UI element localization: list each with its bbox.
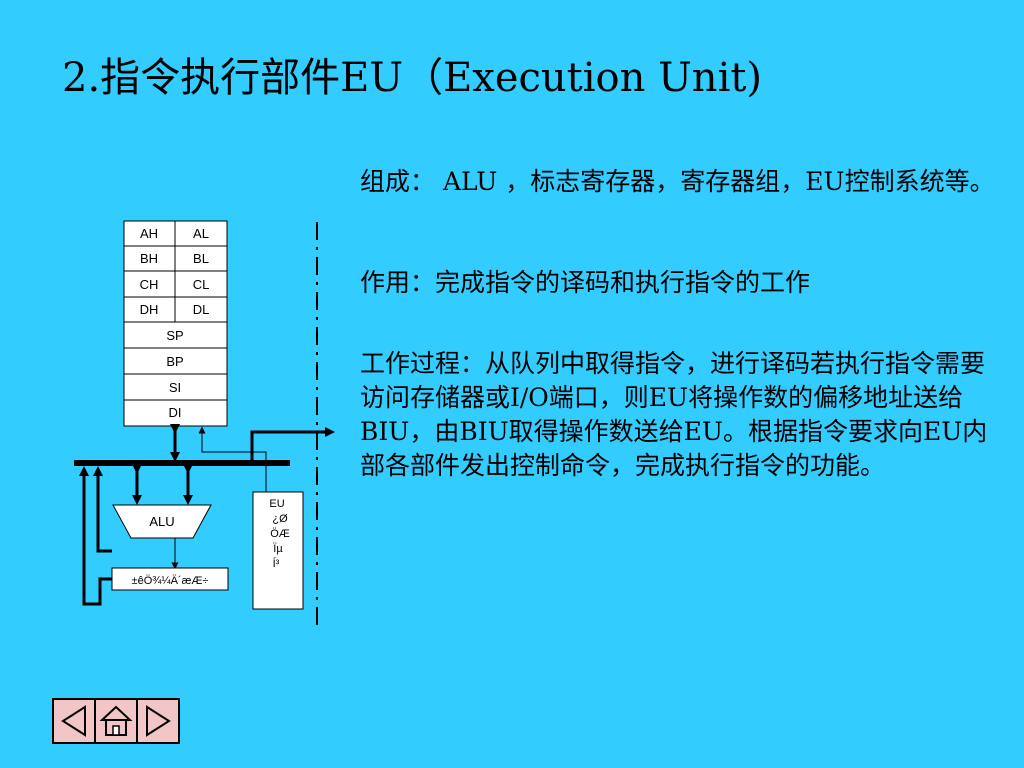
flags-register: ±êÖ¾¼Ä´æÆ÷ bbox=[111, 567, 229, 591]
register-control-line bbox=[198, 426, 267, 498]
alu-block: ALU bbox=[112, 504, 212, 539]
eu-control-line-3: ÖÆ bbox=[270, 528, 290, 540]
register-sp: SP bbox=[166, 328, 183, 343]
slide-navigation bbox=[52, 698, 180, 744]
eu-control-box: EU ¿Ø ÖÆ Ïµ Í³ bbox=[252, 491, 304, 610]
next-slide-button[interactable] bbox=[138, 700, 178, 742]
register-file: AH AL BH BL CH CL DH DL SP BP SI DI bbox=[123, 220, 228, 427]
bus-to-biu-arrow bbox=[250, 427, 335, 460]
register-bh: BH bbox=[140, 251, 158, 266]
register-bl: BL bbox=[193, 251, 209, 266]
next-icon bbox=[146, 705, 171, 737]
home-icon bbox=[99, 705, 133, 736]
slide-title: 2.指令执行部件EU（Execution Unit) bbox=[62, 55, 763, 101]
eu-control-line-4: Ïµ bbox=[273, 543, 283, 555]
register-dh: DH bbox=[140, 302, 159, 317]
register-al: AL bbox=[193, 226, 209, 241]
eu-control-line-1: EU bbox=[269, 498, 284, 510]
register-cl: CL bbox=[193, 277, 210, 292]
register-ch: CH bbox=[140, 277, 159, 292]
alu-feedback-line bbox=[93, 466, 112, 553]
composition-paragraph: 组成： ALU ，标志寄存器，寄存器组，EU控制系统等。 bbox=[360, 167, 995, 196]
register-ah: AH bbox=[140, 226, 158, 241]
eu-control-line-5: Í³ bbox=[273, 557, 280, 570]
flags-register-label: ±êÖ¾¼Ä´æÆ÷ bbox=[132, 575, 209, 587]
eu-control-line-2: ¿Ø bbox=[272, 513, 288, 525]
prev-icon bbox=[61, 705, 86, 737]
alu-label: ALU bbox=[149, 514, 174, 529]
register-bp: BP bbox=[166, 354, 183, 369]
register-di: DI bbox=[169, 405, 182, 420]
register-si: SI bbox=[169, 380, 181, 395]
home-button[interactable] bbox=[96, 700, 138, 742]
prev-slide-button[interactable] bbox=[54, 700, 96, 742]
function-paragraph: 作用：完成指令的译码和执行指令的工作 bbox=[360, 268, 811, 297]
register-dl: DL bbox=[193, 302, 210, 317]
flags-feedback-line bbox=[79, 466, 112, 606]
process-paragraph: 工作过程：从队列中取得指令，进行译码若执行指令需要访问存储器或I/O端口，则EU… bbox=[360, 349, 988, 480]
